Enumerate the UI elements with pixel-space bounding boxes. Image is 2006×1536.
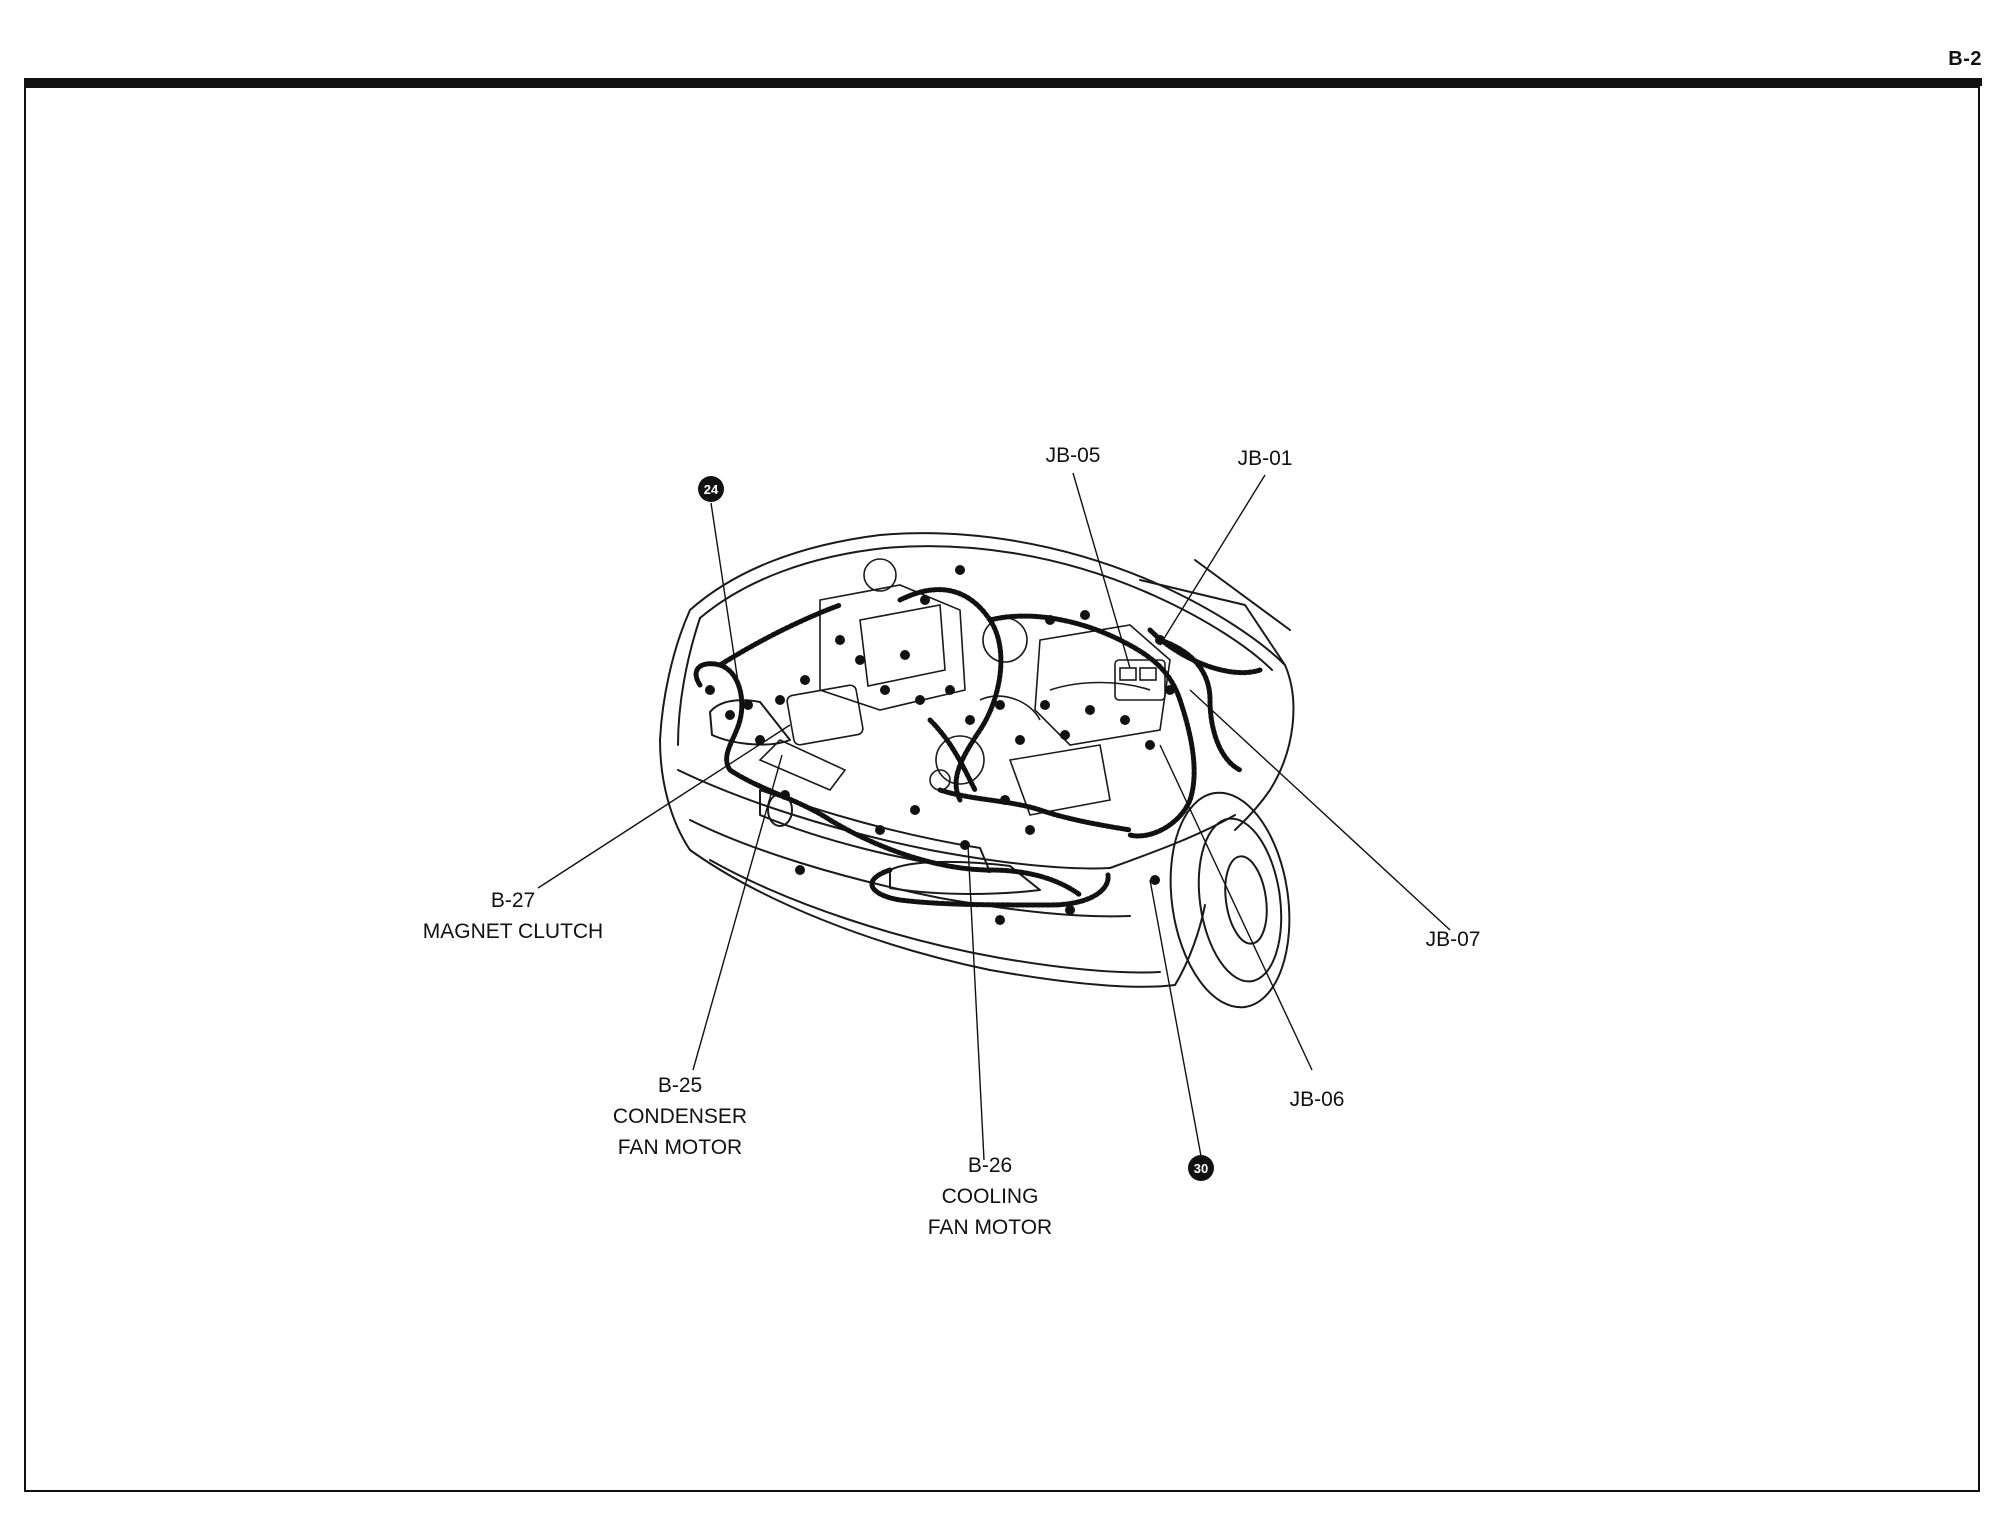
label-b26: B-26 COOLING FAN MOTOR (890, 1150, 1090, 1243)
jb07-code: JB-07 (1425, 928, 1481, 951)
header-rule (24, 78, 1982, 86)
page-frame (24, 86, 1980, 1492)
jb05-code: JB-05 (1045, 444, 1101, 467)
vehicle-body-outline (659, 532, 1295, 988)
leader-b26 (967, 844, 985, 1161)
b25-code: B-25 (657, 1074, 703, 1097)
leader-g30 (1149, 879, 1202, 1157)
label-jb01: JB-01 (1222, 443, 1308, 474)
b25-name-line2: FAN MOTOR (617, 1136, 743, 1159)
ground-24-number: 24 (704, 482, 719, 497)
page-number: B-2 (1948, 48, 1982, 70)
leader-jb06 (1159, 744, 1313, 1071)
leader-b27 (537, 724, 791, 889)
connector-points (705, 565, 1175, 925)
label-jb05: JB-05 (1030, 440, 1116, 471)
ground-30-icon (1188, 1155, 1214, 1181)
label-b25: B-25 CONDENSER FAN MOTOR (580, 1070, 780, 1163)
ground-marker-30: 30 (1188, 1155, 1214, 1181)
leader-g24 (710, 502, 741, 696)
b25-name-line1: CONDENSER (612, 1105, 748, 1128)
b26-name-line1: COOLING (941, 1185, 1039, 1208)
ground-30-number: 30 (1194, 1161, 1208, 1176)
leader-b25 (692, 754, 783, 1071)
b27-code: B-27 (490, 889, 536, 912)
leader-jb05 (1072, 472, 1131, 669)
jb01-code: JB-01 (1237, 447, 1293, 470)
leader-jb01 (1159, 474, 1266, 646)
ground-marker-24: 24 (698, 476, 724, 502)
leader-jb07 (1189, 689, 1451, 931)
wiring-harness (693, 587, 1263, 908)
b26-name-line2: FAN MOTOR (927, 1216, 1053, 1239)
jb06-code: JB-06 (1289, 1088, 1345, 1111)
b27-name: MAGNET CLUTCH (422, 920, 604, 943)
label-b27: B-27 MAGNET CLUTCH (398, 885, 628, 947)
label-jb06: JB-06 (1274, 1084, 1360, 1115)
engine-components (758, 558, 1171, 816)
leader-lines (537, 472, 1451, 1161)
b26-code: B-26 (967, 1154, 1013, 1177)
ground-24-icon (698, 476, 724, 502)
label-jb07: JB-07 (1410, 924, 1496, 955)
